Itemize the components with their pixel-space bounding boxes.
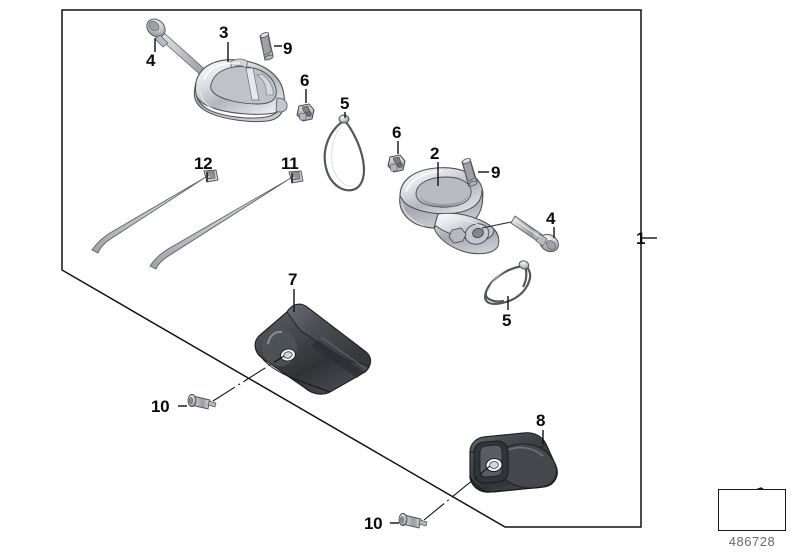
callout-9-top[interactable]: 9 — [283, 39, 293, 58]
callout-7[interactable]: 7 — [288, 270, 298, 289]
callout-12[interactable]: 12 — [194, 154, 213, 173]
callout-4-lower[interactable]: 4 — [546, 209, 556, 228]
part-hex-socket-bolt-lower — [481, 215, 559, 253]
part-cable-tie-short — [149, 170, 304, 270]
callout-10-a[interactable]: 10 — [151, 397, 170, 416]
part-clip-nut-b — [387, 154, 406, 173]
part-handlebar-clamp-lower — [399, 167, 500, 255]
callout-5-a[interactable]: 5 — [340, 94, 350, 113]
callout-11[interactable]: 11 — [281, 154, 299, 173]
callout-5-b[interactable]: 5 — [502, 311, 512, 330]
part-sleeve-bushing-lower — [461, 158, 478, 187]
callout-3[interactable]: 3 — [219, 23, 229, 42]
part-spring-clip-b — [484, 260, 532, 305]
part-spring-clip-a — [323, 114, 366, 192]
part-protective-cap-right — [469, 432, 558, 493]
part-fillister-screw-b — [398, 513, 428, 529]
part-clip-nut-a — [296, 103, 315, 122]
part-fillister-screw-a — [187, 394, 217, 410]
source-stamp-number: 486728 — [728, 534, 776, 549]
part-handlebar-clamp-upper — [193, 58, 288, 123]
callout-4-top[interactable]: 4 — [146, 51, 156, 70]
centreline-left-screw — [212, 355, 285, 402]
source-stamp-box — [718, 489, 786, 531]
callout-9-lower[interactable]: 9 — [491, 163, 501, 182]
callout-2[interactable]: 2 — [430, 144, 440, 163]
part-cable-tie-long — [91, 169, 219, 254]
callout-6-b[interactable]: 6 — [392, 123, 402, 142]
callout-1[interactable]: 1 — [636, 229, 646, 248]
assembly-boundary — [61, 9, 642, 528]
centreline-right-screw — [423, 465, 491, 521]
part-sleeve-bushing-top — [259, 32, 274, 61]
part-protective-cap-left — [254, 303, 372, 395]
callout-6-a[interactable]: 6 — [300, 71, 310, 90]
callout-8[interactable]: 8 — [536, 411, 546, 430]
callout-10-b[interactable]: 10 — [364, 514, 383, 533]
